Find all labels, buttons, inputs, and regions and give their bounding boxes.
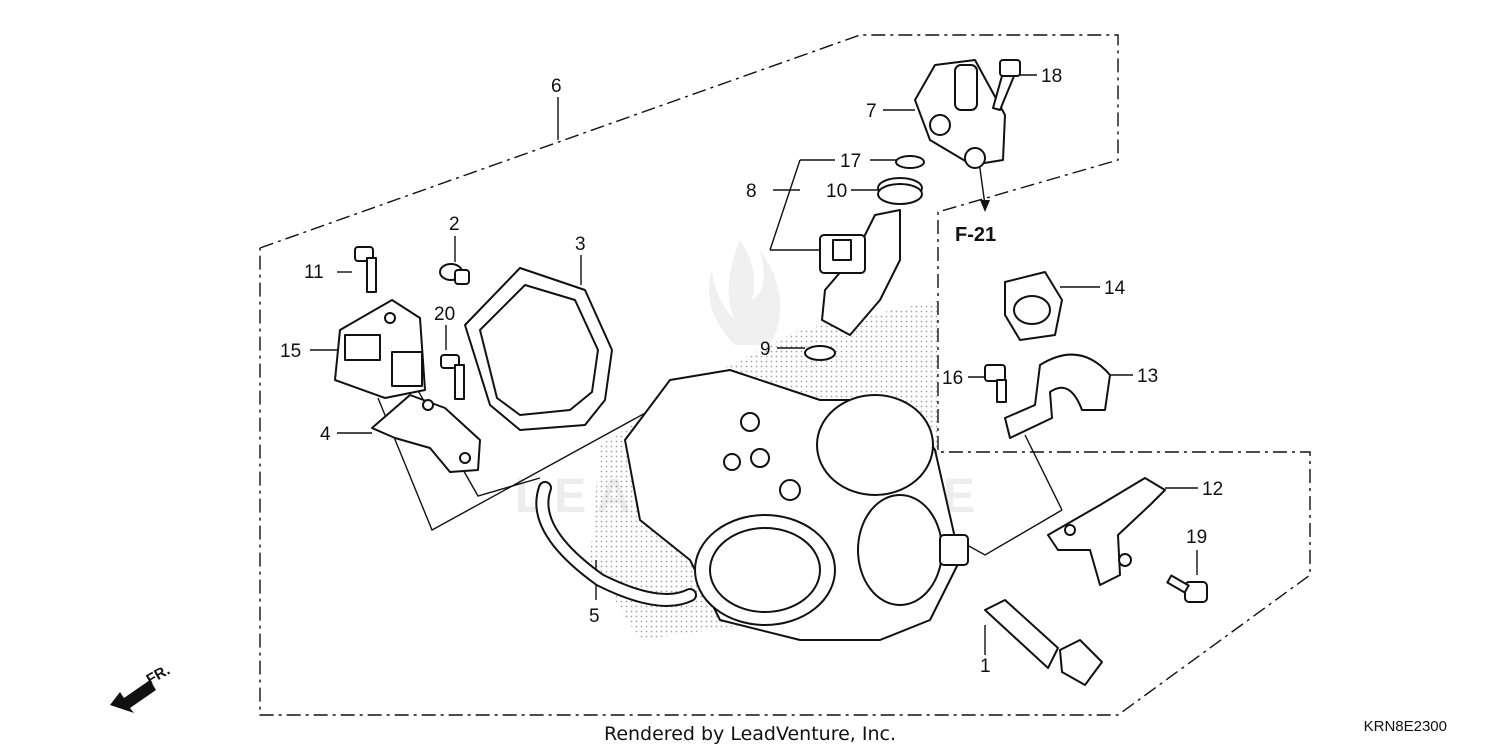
hose-5 bbox=[535, 481, 697, 607]
callout-14: 14 bbox=[1104, 278, 1126, 299]
reference-label: F-21 bbox=[955, 224, 996, 246]
injector-8 bbox=[819, 209, 901, 336]
callout-2: 2 bbox=[449, 214, 460, 235]
callout-15: 15 bbox=[280, 341, 301, 362]
credit-text: Rendered by LeadVenture, Inc. bbox=[604, 723, 896, 745]
bolt-16 bbox=[984, 364, 1007, 403]
callout-4: 4 bbox=[320, 424, 331, 445]
throttle-body bbox=[624, 369, 969, 641]
callout-11: 11 bbox=[304, 262, 324, 283]
bracket-13 bbox=[1004, 353, 1111, 439]
cap-2 bbox=[439, 263, 470, 285]
oring-17 bbox=[895, 155, 925, 169]
callout-17: 17 bbox=[840, 151, 861, 172]
sensor-1 bbox=[984, 599, 1103, 686]
watermark-logo bbox=[708, 240, 781, 345]
bolt-19 bbox=[1166, 574, 1208, 603]
callout-3: 3 bbox=[575, 234, 586, 255]
callout-1: 1 bbox=[980, 656, 991, 677]
oring-9 bbox=[804, 345, 836, 361]
bracket-4 bbox=[371, 394, 481, 473]
bolt-18 bbox=[992, 59, 1021, 111]
callout-5: 5 bbox=[589, 606, 600, 627]
assembly-outline bbox=[259, 34, 1311, 716]
grommet-14 bbox=[1004, 271, 1063, 341]
bracket-12 bbox=[1047, 477, 1166, 586]
callout-7: 7 bbox=[866, 101, 877, 122]
sensor-15 bbox=[334, 299, 426, 399]
callout-12: 12 bbox=[1202, 479, 1223, 500]
screw-20 bbox=[440, 354, 465, 400]
diagram-code: KRN8E2300 bbox=[1364, 718, 1447, 735]
callout-20: 20 bbox=[434, 304, 455, 325]
callout-8: 8 bbox=[746, 181, 757, 202]
front-direction-arrow: FR. bbox=[110, 662, 173, 713]
callout-16: 16 bbox=[942, 368, 963, 389]
seal-10 bbox=[877, 177, 923, 205]
callout-9: 9 bbox=[760, 339, 771, 360]
callout-6: 6 bbox=[551, 76, 562, 97]
callout-18: 18 bbox=[1041, 66, 1062, 87]
cover-3 bbox=[464, 267, 613, 431]
bolt-11 bbox=[354, 246, 377, 293]
callout-19: 19 bbox=[1186, 527, 1207, 548]
callout-13: 13 bbox=[1137, 366, 1158, 387]
callout-10: 10 bbox=[826, 181, 847, 202]
cap-7 bbox=[914, 59, 1006, 169]
